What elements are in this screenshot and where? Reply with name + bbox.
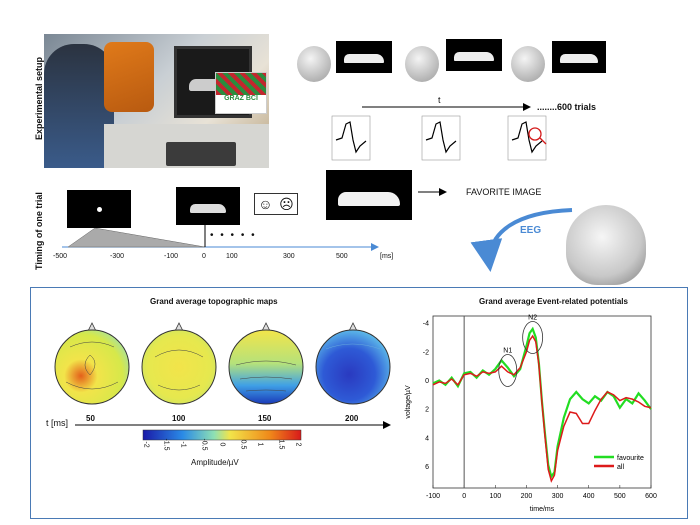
colorbar-tick: -0.5 (200, 438, 208, 451)
time-symbol: t (438, 95, 441, 105)
laptop (166, 142, 236, 166)
fixation-screen (67, 190, 131, 228)
annotation-ellipse (522, 321, 544, 354)
y-tick-label: -4 (423, 321, 429, 328)
tick-label: -100 (164, 253, 179, 260)
x-tick-label: -100 (426, 493, 440, 500)
erp-thumb-1 (331, 115, 371, 161)
topo-head-150 (228, 322, 304, 405)
eeg-curved-arrow (470, 208, 573, 272)
favorite-image (326, 170, 412, 220)
x-tick-label: 600 (645, 493, 657, 500)
topo-head-50 (54, 322, 130, 405)
graz-bci-logo: GRAZ BCI (215, 72, 267, 114)
topo-maps (54, 322, 391, 441)
tick-label: 0 (202, 253, 206, 260)
unit-label: [ms] (380, 253, 394, 260)
annotation-label: N1 (503, 347, 512, 354)
colorbar-tick: 0.5 (239, 439, 247, 450)
y-tick-label: 6 (425, 464, 429, 471)
continuation-dots: • • • • • (210, 230, 257, 241)
erp-thumb-3 (507, 115, 547, 161)
eeg-cap-head (566, 205, 646, 285)
annotation-label: N2 (528, 315, 537, 322)
erp-legend: favourite all (594, 455, 644, 471)
topo-title: Grand average topographic maps (150, 297, 278, 306)
erp-ylabel: voltage/µV (405, 385, 412, 419)
x-tick-label: 0 (462, 493, 466, 500)
x-tick-label: 100 (489, 493, 501, 500)
colorbar-tick: -1.5 (162, 438, 170, 451)
head-icon-1 (297, 46, 331, 82)
setup-photo: GRAZ BCI (44, 34, 269, 168)
erp-thumb-2 (421, 115, 461, 161)
colorbar-ticks: -2 -1.5 -1 -0.5 0 0.5 1 1.5 2 (142, 438, 303, 455)
colorbar-tick: 1.5 (277, 439, 285, 450)
y-tick-label: 2 (425, 407, 429, 414)
erp-chart: -100 0 100 200 300 400 500 600 -4 -2 0 2 4 6 N1 N2 tim… (405, 315, 657, 514)
timing-tick-labels: -500 -300 -100 0 100 300 500 [ms] (0, 253, 700, 265)
favorite-image-label: FAVORITE IMAGE (466, 187, 542, 197)
erp-xlabel: time/ms (530, 506, 555, 513)
y-tick-label: 0 (425, 378, 429, 385)
tick-label: -300 (110, 253, 125, 260)
robot-arm (104, 42, 154, 112)
stimulus-car-3 (552, 41, 606, 73)
results-panel (30, 287, 688, 519)
x-tick-label: 400 (583, 493, 595, 500)
sad-face-icon: ☹ (279, 195, 294, 212)
head-icon-3 (511, 46, 545, 82)
x-tick-label: 300 (552, 493, 564, 500)
happy-face-icon: ☺ (258, 196, 273, 212)
stimulus-car-1 (336, 41, 392, 73)
topo-head-100 (141, 322, 217, 405)
highlight-circle (528, 127, 542, 141)
colorbar-tick: 2 (294, 442, 302, 447)
colorbar-tick: 1 (256, 442, 264, 447)
series-line-all (432, 334, 652, 483)
eeg-label: EEG (520, 225, 542, 236)
x-tick-label: 200 (521, 493, 533, 500)
legend-favourite: favourite (617, 455, 644, 462)
fixation-wedge (67, 227, 206, 248)
stimulus-screen (176, 187, 240, 225)
colorbar (142, 429, 302, 441)
stimulus-car-2 (446, 39, 502, 71)
colorbar-tick: -2 (142, 441, 150, 448)
smiley-rating-icon: ☺ ☹ (254, 193, 298, 215)
tick-label: 500 (336, 253, 348, 260)
y-tick-label: 4 (425, 435, 429, 442)
topo-head-200 (315, 322, 391, 405)
erp-title: Grand average Event-related potentials (479, 297, 628, 306)
top-arrows-layer (62, 103, 573, 272)
x-tick-label: 500 (614, 493, 626, 500)
person-silhouette (44, 44, 114, 168)
tick-label: 100 (226, 253, 238, 260)
colorbar-tick: -1 (179, 441, 187, 448)
tick-label: -500 (53, 253, 68, 260)
fixation-dot (97, 207, 102, 212)
y-tick-label: -2 (423, 349, 429, 356)
colorbar-tick: 0 (218, 442, 226, 447)
legend-all: all (617, 464, 624, 471)
annotation-ellipse (498, 354, 518, 387)
tick-label: 300 (283, 253, 295, 260)
trials-count: ........600 trials (537, 102, 597, 112)
head-icon-2 (405, 46, 439, 82)
colorbar-label: Amplitude/µV (191, 458, 239, 467)
